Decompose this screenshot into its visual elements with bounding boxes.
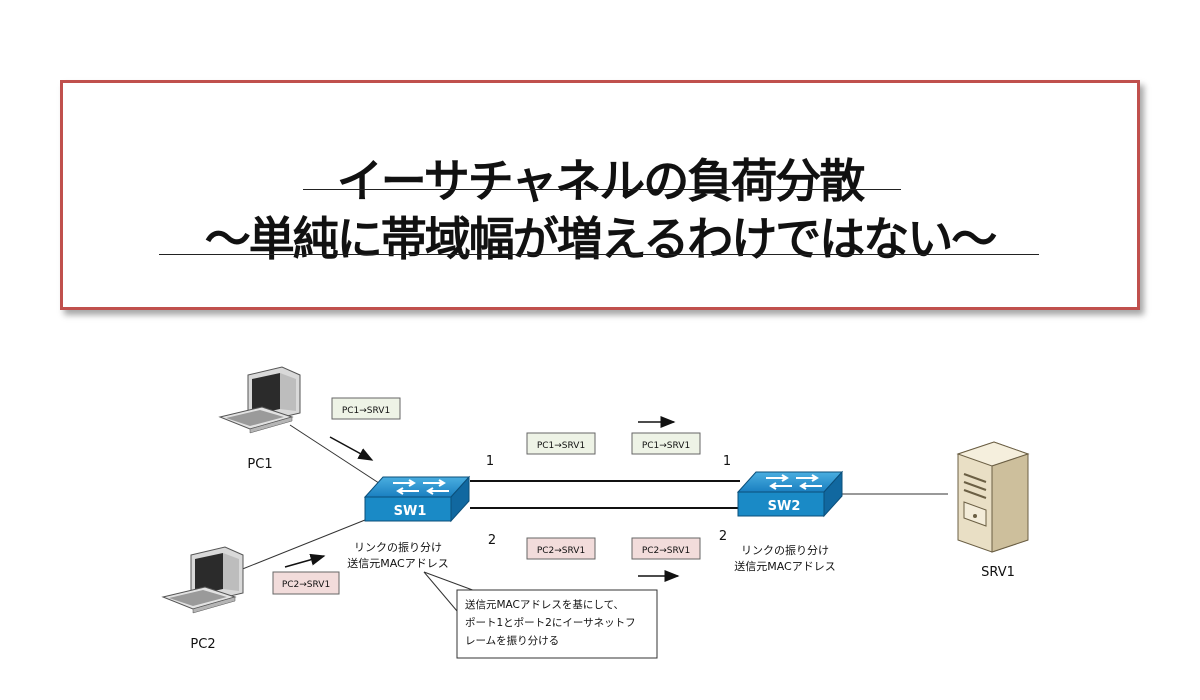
pc2-frame-inbound: PC2→SRV1 [272,571,340,595]
pc2-label: PC2 [190,637,215,652]
sw1-port-1-label: 1 [486,454,494,469]
pc2-sw1-cable [239,517,371,571]
svg-text:PC2→SRV1: PC2→SRV1 [282,580,330,590]
pc1-frame-link1-b: PC1→SRV1 [631,432,701,455]
svg-text:PC1→SRV1: PC1→SRV1 [342,406,390,416]
pc1-computer-icon [218,366,301,434]
svg-text:PC1→SRV1: PC1→SRV1 [537,441,585,451]
sw2-note-line-1: リンクの振り分け [741,543,829,557]
svg-text:PC2→SRV1: PC2→SRV1 [642,546,690,556]
pc2-frame-link2-b: PC2→SRV1 [631,537,701,560]
sw1-note-line-1: リンクの振り分け [354,540,442,554]
sw2-port-1-label: 1 [723,454,731,469]
sw1-port-2-label: 2 [488,533,496,548]
sw1-note-line-2: 送信元MACアドレス [347,556,449,570]
title-underline-1 [303,189,901,190]
svg-text:PC1→SRV1: PC1→SRV1 [642,441,690,451]
callout-box: 送信元MACアドレスを基にして、 ポート1とポート2にイーサネットフ レームを振… [423,571,658,659]
callout-line-2: ポート1とポート2にイーサネットフ [465,617,636,629]
sw2-note-line-2: 送信元MACアドレス [734,559,836,573]
sw2-label: SW2 [768,499,801,514]
callout-line-3: レームを振り分ける [465,634,559,647]
sw1-switch-icon [363,475,471,523]
srv1-server-icon [956,441,1030,553]
pc1-frame-link1-a: PC1→SRV1 [526,432,596,455]
pc2-direction-arrow [284,553,326,568]
title-line-1: イーサチャネルの負荷分散 [336,154,866,208]
pc2-frame-link2-a: PC2→SRV1 [526,537,596,560]
sw2-port-2-label: 2 [719,529,727,544]
title-box: イーサチャネルの負荷分散 〜単純に帯域幅が増えるわけではない〜 [60,80,1140,310]
pc1-frame-inbound: PC1→SRV1 [331,397,401,420]
pc1-direction-arrow [329,436,374,461]
srv1-label: SRV1 [981,565,1015,580]
title-line-2: 〜単純に帯域幅が増えるわけではない〜 [204,212,998,266]
pc2-computer-icon [161,546,244,614]
pc1-label: PC1 [247,457,272,472]
svg-text:PC2→SRV1: PC2→SRV1 [537,546,585,556]
callout-line-1: 送信元MACアドレスを基にして、 [465,598,624,611]
pc1-sw1-cable [289,424,386,488]
sw2-switch-icon [736,470,844,518]
sw1-label: SW1 [394,504,427,519]
title-underline-2 [159,254,1039,255]
